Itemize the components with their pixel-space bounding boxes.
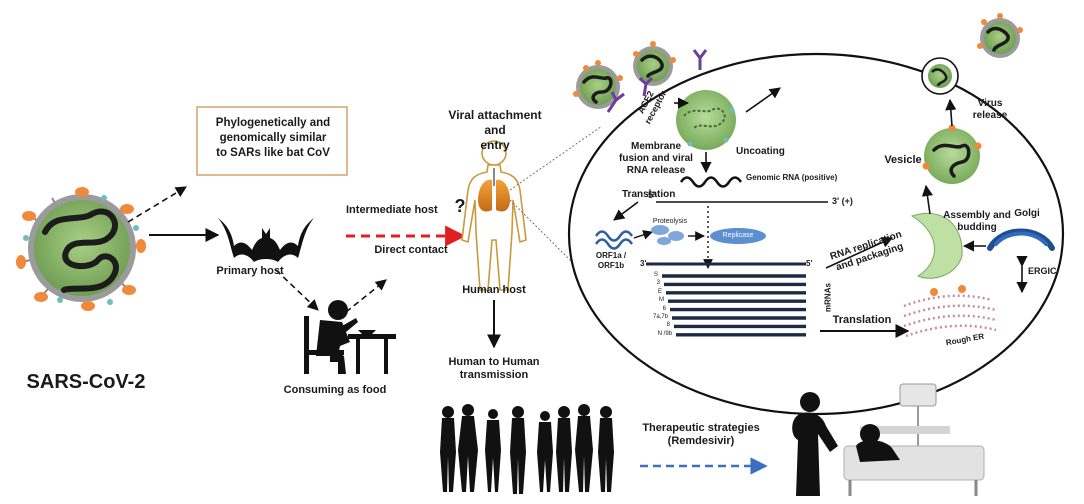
- hospital-treatment-icon: [792, 383, 985, 496]
- genomic-rna-label: Genomic RNA (positive): [746, 173, 838, 182]
- intermediate-host-label: Intermediate host: [346, 204, 438, 216]
- mrna-lines: [646, 262, 806, 337]
- assembly-label: Assembly and budding: [942, 210, 1012, 234]
- bat-icon: [218, 218, 314, 262]
- viral-attachment-label: Viral attachment and entry: [440, 108, 550, 153]
- virus-release-line-1: Virus: [977, 98, 1003, 109]
- human-to-human-line-1: Human to Human: [448, 356, 540, 368]
- vesicle-label: Vesicle: [884, 154, 922, 166]
- replicase-icon: [710, 228, 766, 244]
- viral-attachment-line-1: Viral attachment and: [448, 108, 542, 137]
- crowd-silhouettes-icon: [440, 404, 614, 494]
- virus-release-line-2: release: [972, 110, 1008, 121]
- attaching-virus-icon: [573, 60, 623, 109]
- membrane-fusion-label: Membrane fusion and viral RNA release: [610, 141, 702, 177]
- membrane-fusion-line-1: Membrane: [630, 141, 681, 152]
- therapeutic-label: Therapeutic strategies (Remdesivir): [636, 422, 766, 448]
- orf-protein-icon: [594, 230, 634, 250]
- five-prime-right-label: 5': [806, 259, 813, 268]
- zoom-line-top: [509, 125, 603, 191]
- question-mark-label: ?: [454, 196, 466, 216]
- golgi-label: Golgi: [1014, 208, 1040, 219]
- direct-contact-label: Direct contact: [374, 244, 448, 256]
- mrna-row-label: M: [659, 297, 664, 304]
- ace2-receptor-icon: [606, 49, 708, 113]
- mrna-row-label: N /9b: [657, 330, 672, 337]
- arrow-uncoating-to-release: [745, 87, 781, 113]
- lungs-icon: [478, 168, 510, 212]
- person-eating-icon: [304, 300, 396, 374]
- orf-line-1: ORF1a /: [595, 251, 627, 260]
- zoom-line-bottom: [509, 199, 573, 263]
- viral-attachment-line-2: entry: [480, 138, 510, 152]
- arrow-orf-to-proteolysis: [633, 230, 653, 240]
- budding-virus-icon: [921, 57, 959, 95]
- three-prime-label: 3': [640, 259, 647, 268]
- five-prime-label: 5': [648, 190, 656, 200]
- membrane-fusion-line-3: RNA release: [626, 165, 686, 176]
- translation-bottom-label: Translation: [832, 314, 892, 326]
- phylo-line-3: to SARs like bat CoV: [216, 147, 330, 159]
- golgi-icon: [987, 228, 1055, 251]
- mrna-row-label: E: [657, 288, 662, 295]
- mrna-row-label: 8: [666, 322, 670, 329]
- arrow-consumption-to-intermediate: [345, 279, 387, 313]
- replicase-label: Replicase: [722, 232, 754, 239]
- mrnas-label: mRNAs: [823, 283, 833, 312]
- virus-release-label: Virus release: [968, 98, 1012, 122]
- human-host-label: Human host: [462, 284, 526, 296]
- attaching-virus-icon: [633, 41, 676, 86]
- arrow-virus-to-phylo-box: [127, 186, 187, 223]
- primary-host-label: Primary host: [216, 265, 284, 277]
- sars-cov-2-virus-icon: [16, 187, 146, 311]
- arrow-translation-to-orf: [613, 201, 639, 221]
- phylo-line-1: Phylogenetically and: [215, 117, 331, 129]
- proteolysis-fragments-icon: [651, 225, 684, 245]
- vesicle-virus-icon: [922, 124, 982, 184]
- orf-line-2: ORF1b: [597, 261, 625, 270]
- arrow-assembly-to-vesicle: [921, 184, 933, 215]
- virus-label: SARS-CoV-2: [26, 371, 146, 393]
- mrna-row-label: S: [653, 272, 658, 278]
- assembly-crescent-icon: [910, 212, 963, 279]
- assembly-line-1: Assembly and: [943, 210, 1011, 221]
- therapeutic-line-2: (Remdesivir): [667, 435, 735, 447]
- er-spike-icon: [930, 285, 966, 296]
- translation-top-label: Translation: [622, 189, 676, 200]
- mrna-row-label: 3: [656, 280, 660, 287]
- human-to-human-line-2: transmission: [459, 369, 529, 381]
- assembly-line-2: budding: [957, 222, 997, 233]
- human-to-human-label: Human to Human transmission: [446, 356, 542, 382]
- uncoating-label: Uncoating: [736, 146, 785, 157]
- rough-er-icon: [903, 294, 997, 338]
- proteolysis-label: Proteolysis: [652, 218, 688, 225]
- phylo-box: [196, 106, 348, 176]
- genomic-rna-icon: [679, 176, 743, 188]
- released-virus-icon: [977, 13, 1023, 58]
- therapeutic-line-1: Therapeutic strategies: [642, 422, 760, 434]
- consuming-label: Consuming as food: [283, 384, 387, 396]
- mrna-row-label: 6: [662, 305, 666, 312]
- phylo-line-2: genomically similar: [219, 132, 327, 144]
- ergic-label: ERGIC: [1028, 266, 1057, 276]
- membrane-fusion-line-2: fusion and viral: [619, 153, 693, 164]
- orf-label: ORF1a / ORF1b: [588, 251, 634, 271]
- arrow-vesicle-to-release: [945, 98, 957, 127]
- phylo-box-text: Phylogenetically and genomically similar…: [200, 116, 346, 161]
- three-prime-plus-label: 3' (+): [832, 196, 853, 206]
- human-body-icon: [461, 140, 527, 291]
- mrna-row-label: 7a,7b: [652, 314, 668, 320]
- arrow-rna-replication: [825, 237, 894, 269]
